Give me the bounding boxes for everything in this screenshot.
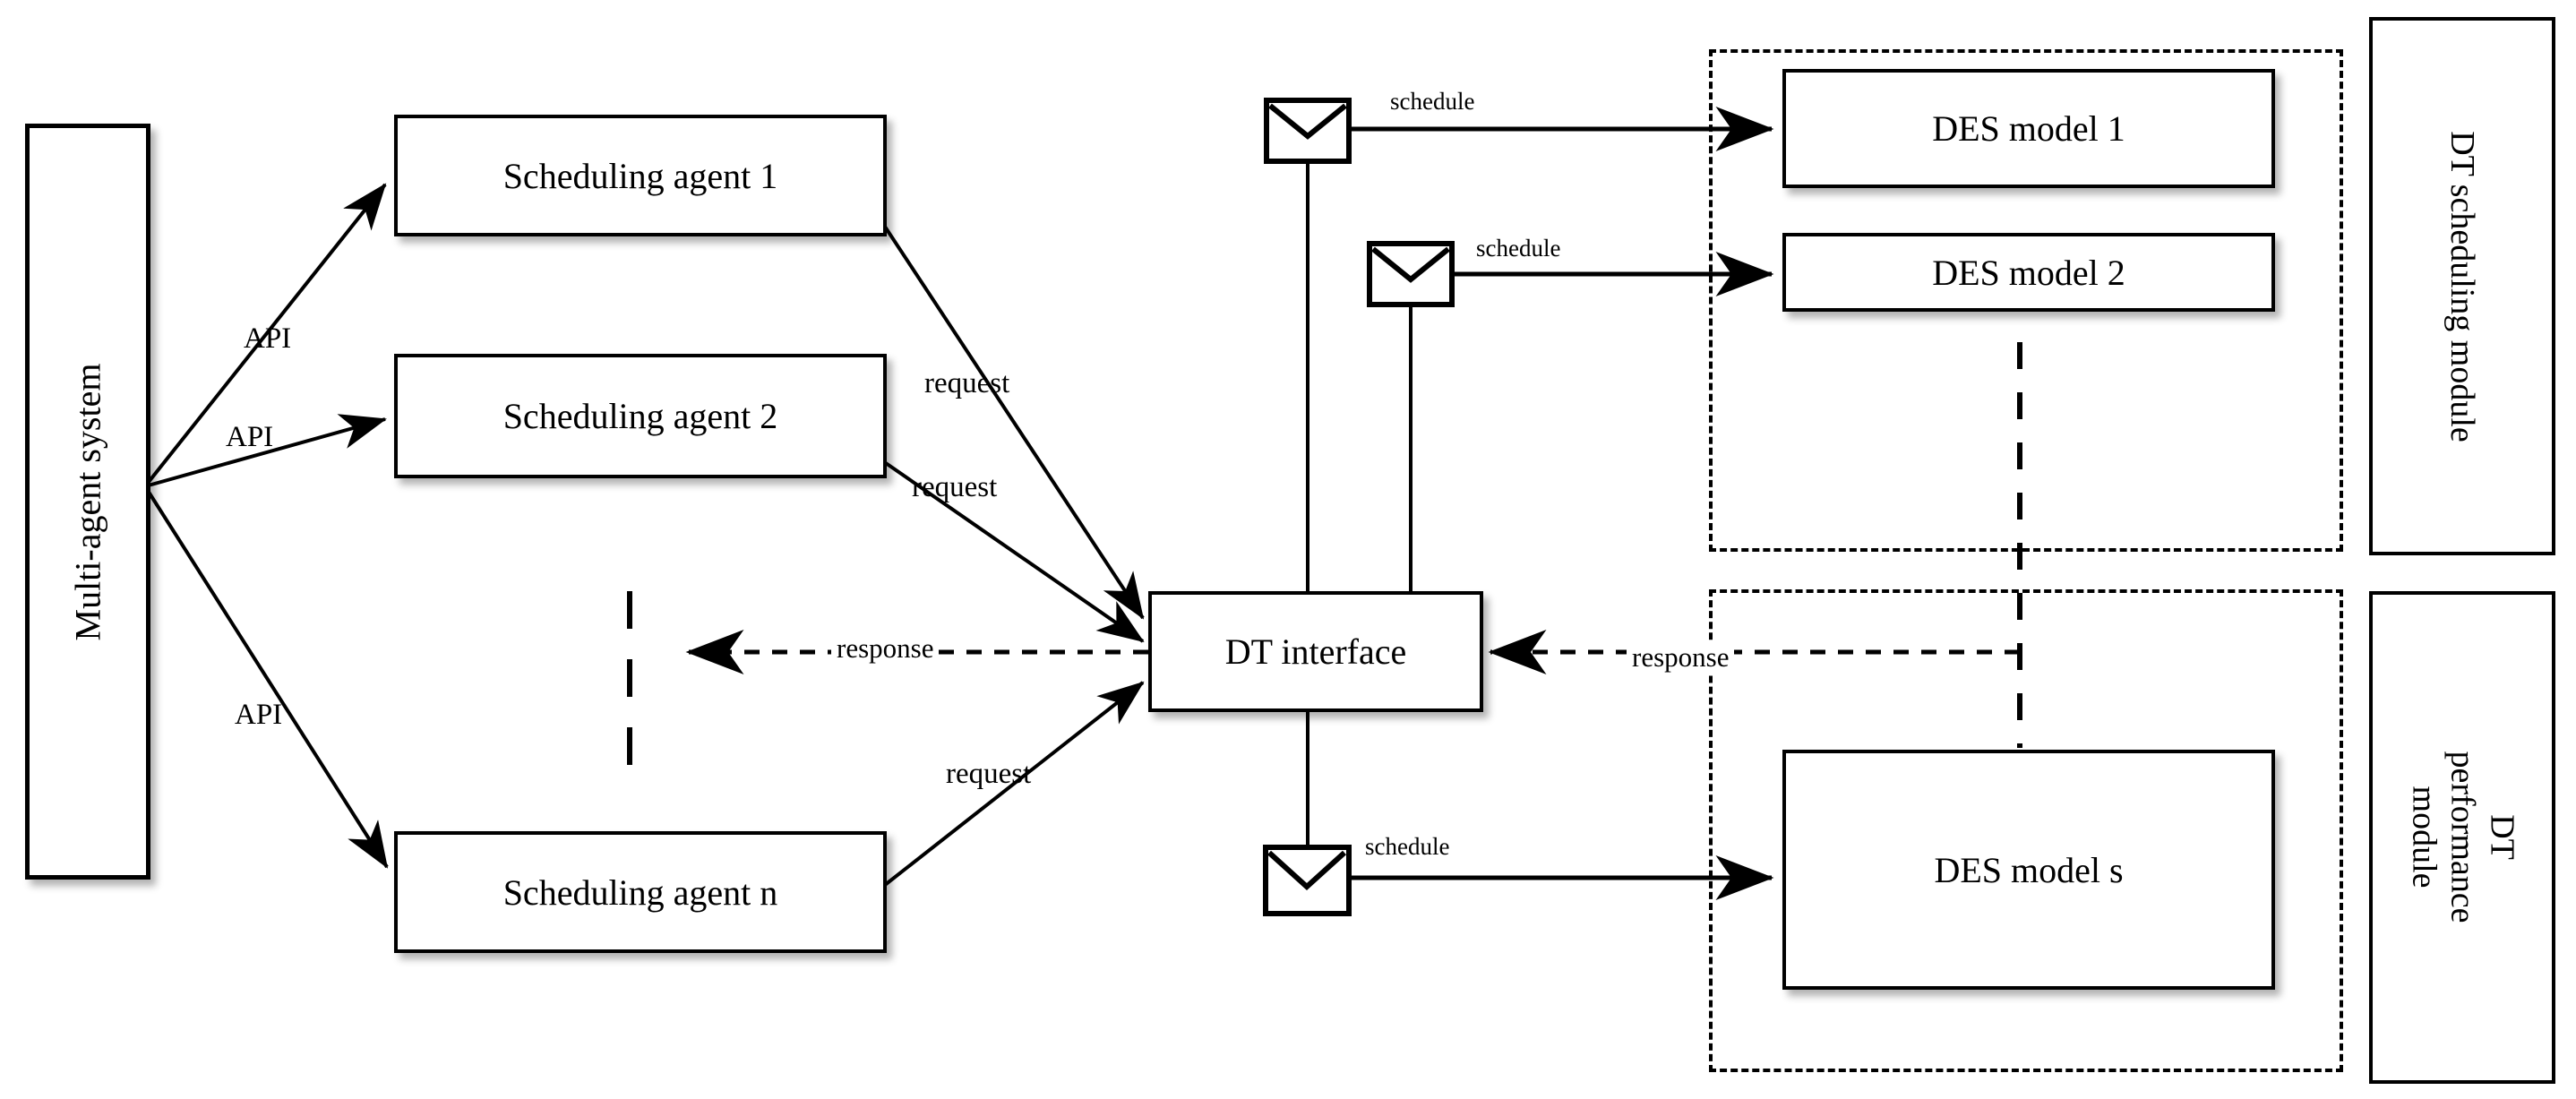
response-label-right: response (1627, 641, 1735, 674)
scheduling-agent-n-box: Scheduling agent n (394, 831, 887, 953)
dt-performance-module-container (1709, 589, 2343, 1072)
api-label-3: API (235, 699, 283, 731)
schedule-label-2: schedule (1476, 235, 1561, 262)
scheduling-agent-n-label: Scheduling agent n (502, 871, 778, 913)
envelope-icon (1263, 845, 1352, 916)
dt-scheduling-module-label: DT scheduling module (2443, 130, 2481, 442)
api-arrow-2 (144, 414, 387, 488)
scheduling-agent-1-box: Scheduling agent 1 (394, 115, 887, 236)
api-label-1: API (244, 322, 292, 355)
dt-scheduling-module-container (1709, 49, 2343, 552)
api-arrow-1 (143, 183, 387, 488)
des-model-2-label: DES model 2 (1932, 252, 2125, 293)
dt-scheduling-module-box: DT scheduling module (2369, 17, 2555, 555)
des-model-s-box: DES model s (1782, 750, 2275, 990)
api-label-2: API (226, 421, 274, 453)
request-label-2: request (912, 471, 998, 503)
api-arrow-3 (143, 485, 389, 869)
request-arrow-1 (881, 222, 1145, 620)
des-model-s-label: DES model s (1934, 849, 2124, 890)
scheduling-agent-1-label: Scheduling agent 1 (502, 155, 778, 196)
multi-agent-system-box: Multi-agent system (25, 124, 150, 880)
scheduling-agent-2-label: Scheduling agent 2 (502, 396, 778, 436)
dt-interface-box: DT interface (1148, 591, 1483, 712)
scheduling-agent-2-box: Scheduling agent 2 (394, 354, 887, 478)
envelope-icon (1264, 98, 1352, 164)
request-label-3: request (946, 758, 1032, 790)
dt-performance-module-label: DT performance module (2405, 751, 2521, 923)
des-model-2-box: DES model 2 (1782, 233, 2275, 312)
multi-agent-system-label: Multi-agent system (67, 363, 108, 640)
dt-performance-module-box: DT performance module (2369, 591, 2555, 1084)
des-model-1-box: DES model 1 (1782, 69, 2275, 188)
dt-interface-label: DT interface (1224, 631, 1407, 672)
des-model-1-label: DES model 1 (1932, 108, 2125, 149)
envelope-icon (1367, 241, 1455, 307)
request-arrow-2 (881, 459, 1145, 643)
request-label-1: request (924, 367, 1010, 399)
schedule-label-3: schedule (1365, 833, 1450, 860)
request-arrow-3 (883, 681, 1145, 887)
schedule-label-1: schedule (1390, 88, 1475, 115)
response-label-left: response (831, 632, 940, 665)
